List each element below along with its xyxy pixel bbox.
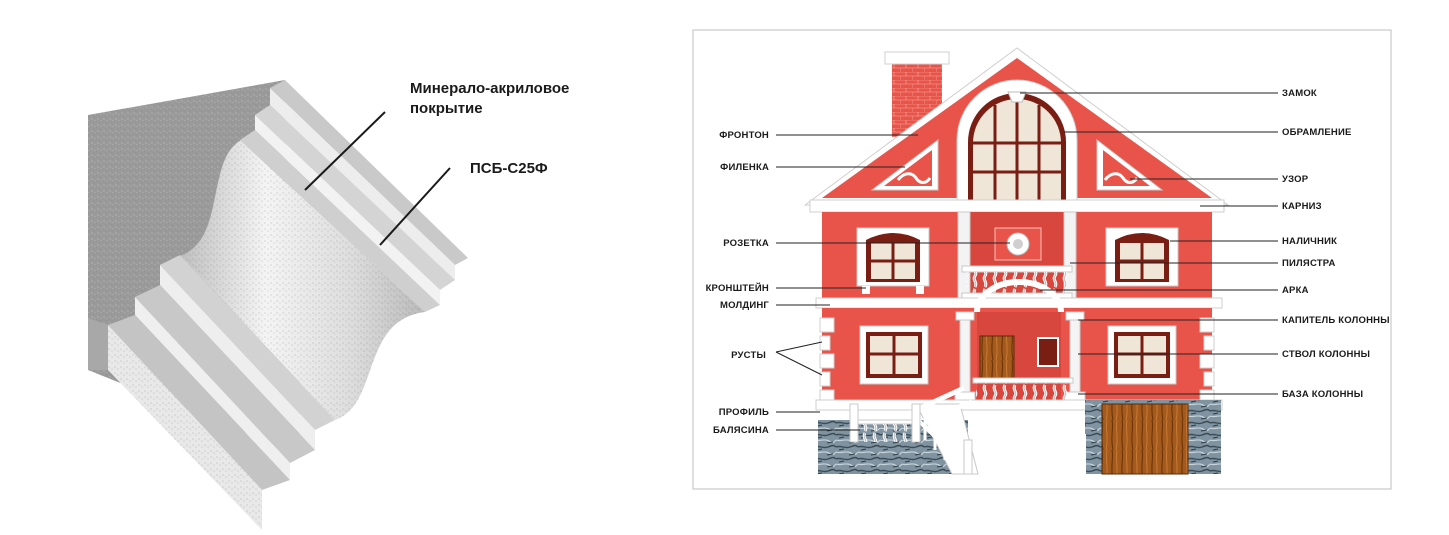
label-obramlenie: ОБРАМЛЕНИЕ [1282,127,1352,138]
label-arka: АРКА [1282,285,1309,296]
label-nalichnik: НАЛИЧНИК [1282,236,1337,247]
molding-band [816,298,1222,308]
label-coating-line2: покрытие [410,100,483,117]
entrance-door [980,336,1014,382]
label-zamok: ЗАМОК [1282,88,1317,99]
facade-diagram: ФРОНТОН ФИЛЕНКА РОЗЕТКА КРОНШТЕЙН МОЛДИН… [693,30,1391,489]
label-rozetka: РОЗЕТКА [723,238,769,249]
cornice-band [810,200,1224,212]
label-kapitel: КАПИТЕЛЬ КОЛОННЫ [1282,315,1390,326]
label-core-material: ПСБ-С25Ф [470,160,548,177]
window-upper-right [1106,228,1178,286]
label-kronshtein: КРОНШТЕЙН [706,282,769,294]
label-pilyastra: ПИЛЯСТРА [1282,258,1336,269]
label-baza: БАЗА КОЛОННЫ [1282,389,1363,400]
window-lower-right [1108,326,1176,384]
label-rusty: РУСТЫ [731,350,766,361]
label-karniz: КАРНИЗ [1282,201,1322,212]
cornice-profile-illustration: Минерало-акриловое покрытие ПСБ-С25Ф [88,80,569,530]
label-fronton: ФРОНТОН [719,130,769,141]
label-filenka: ФИЛЕНКА [720,162,769,173]
label-profil: ПРОФИЛЬ [719,407,769,418]
label-balyasina: БАЛЯСИНА [713,425,769,436]
window-upper-left [857,228,929,294]
label-molding: МОЛДИНГ [720,300,769,311]
label-coating-line1: Минерало-акриловое [410,80,569,97]
label-stvol: СТВОЛ КОЛОННЫ [1282,349,1370,360]
label-uzor: УЗОР [1282,174,1309,185]
garage-door [1102,404,1188,474]
window-lower-left [860,326,928,384]
